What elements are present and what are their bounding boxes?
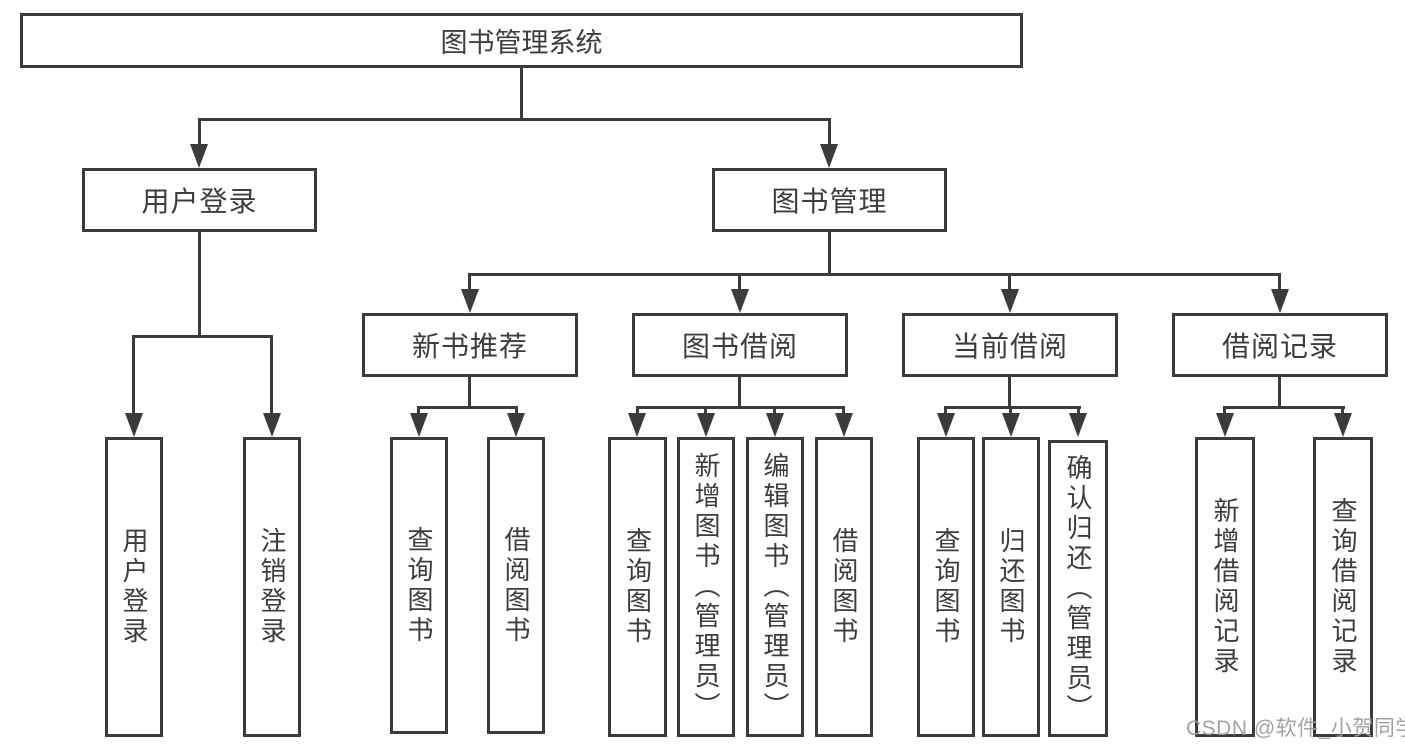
connector-level3-stem	[1278, 273, 1281, 293]
connector-group-down	[738, 377, 741, 409]
connector-user-login-rail	[132, 335, 273, 338]
connector-leaf-stem	[842, 406, 845, 416]
arrowhead-down	[731, 289, 749, 313]
arrowhead-down	[1002, 413, 1020, 437]
node-book-management: 图书管理	[712, 168, 947, 232]
arrowhead-down	[766, 413, 784, 437]
leaf-borrow-books-borrowing: 借阅图书	[815, 437, 873, 737]
arrowhead-down	[1334, 413, 1352, 437]
csdn-watermark: CSDN @软件_小贺同学	[1186, 717, 1405, 740]
connector-leaf-stem	[270, 335, 273, 417]
connector-leaf-stem	[773, 406, 776, 416]
leaf-confirm-return-admin: 确认归还（管理员）	[1048, 440, 1108, 737]
node-book-borrowing-label: 图书借阅	[681, 331, 798, 362]
arrowhead-down	[937, 413, 955, 437]
connector-level3-rail	[468, 273, 1281, 276]
connector-group-down	[1278, 377, 1281, 409]
node-book-management-label: 图书管理	[771, 186, 888, 217]
node-borrowing-records-label: 借阅记录	[1221, 331, 1338, 362]
connector-user-login-down	[198, 232, 201, 338]
arrowhead-down	[1001, 289, 1019, 313]
arrowhead-down	[410, 413, 428, 437]
connector-leaf-stem	[1341, 406, 1344, 416]
node-borrowing-records: 借阅记录	[1172, 313, 1388, 377]
arrowhead-down	[1069, 413, 1087, 437]
connector-leaf-stem	[1223, 406, 1226, 416]
node-new-book-recommendation-label: 新书推荐	[411, 331, 528, 362]
connector-group-rail	[1223, 406, 1345, 409]
connector-book-management-stem	[828, 118, 831, 148]
connector-group-down	[1008, 377, 1011, 409]
connector-level3-stem	[738, 273, 741, 293]
connector-leaf-stem	[417, 406, 420, 416]
node-root-label: 图书管理系统	[440, 28, 603, 58]
arrowhead-down	[1271, 289, 1289, 313]
arrowhead-down	[820, 144, 838, 168]
connector-leaf-stem	[132, 335, 135, 417]
arrowhead-down	[190, 144, 208, 168]
leaf-borrow-books-recommend: 借阅图书	[487, 437, 545, 734]
connector-root-rail	[198, 118, 831, 121]
leaf-edit-book-admin: 编辑图书（管理员）	[746, 437, 804, 737]
node-book-borrowing: 图书借阅	[632, 313, 848, 377]
node-user-login: 用户登录	[82, 168, 317, 232]
node-new-book-recommendation: 新书推荐	[362, 313, 578, 377]
connector-group-rail	[636, 406, 845, 409]
arrowhead-down	[125, 413, 143, 437]
arrowhead-down	[835, 413, 853, 437]
arrowhead-down	[628, 413, 646, 437]
connector-leaf-stem	[515, 406, 518, 416]
node-user-login-label: 用户登录	[141, 186, 258, 217]
arrowhead-down	[1216, 413, 1234, 437]
arrowhead-down	[507, 413, 525, 437]
node-current-borrowing: 当前借阅	[902, 313, 1118, 377]
leaf-add-book-admin: 新增图书（管理员）	[677, 437, 735, 737]
arrowhead-down	[697, 413, 715, 437]
connector-group-rail	[944, 406, 1081, 409]
node-root: 图书管理系统	[20, 13, 1023, 68]
leaf-add-borrow-record: 新增借阅记录	[1195, 437, 1255, 737]
connector-leaf-stem	[636, 406, 639, 416]
leaf-query-borrow-record: 查询借阅记录	[1313, 437, 1373, 737]
connector-group-rail	[417, 406, 518, 409]
leaf-logout: 注销登录	[243, 437, 301, 737]
node-current-borrowing-label: 当前借阅	[951, 331, 1068, 362]
connector-level3-stem	[1008, 273, 1011, 293]
connector-root-stem	[520, 68, 523, 118]
connector-book-management-down	[828, 232, 831, 276]
leaf-query-books-current: 查询图书	[917, 437, 975, 737]
connector-leaf-stem	[704, 406, 707, 416]
connector-leaf-stem	[944, 406, 947, 416]
connector-leaf-stem	[1009, 406, 1012, 416]
arrowhead-down	[461, 289, 479, 313]
connector-group-down	[468, 377, 471, 409]
leaf-query-books-borrowing: 查询图书	[608, 437, 667, 737]
leaf-query-books-recommend: 查询图书	[390, 437, 448, 734]
connector-level3-stem	[468, 273, 471, 293]
leaf-user-login: 用户登录	[105, 437, 163, 737]
connector-leaf-stem	[1077, 406, 1080, 416]
arrowhead-down	[263, 413, 281, 437]
connector-user-login-stem	[198, 118, 201, 148]
leaf-return-book: 归还图书	[982, 437, 1040, 737]
